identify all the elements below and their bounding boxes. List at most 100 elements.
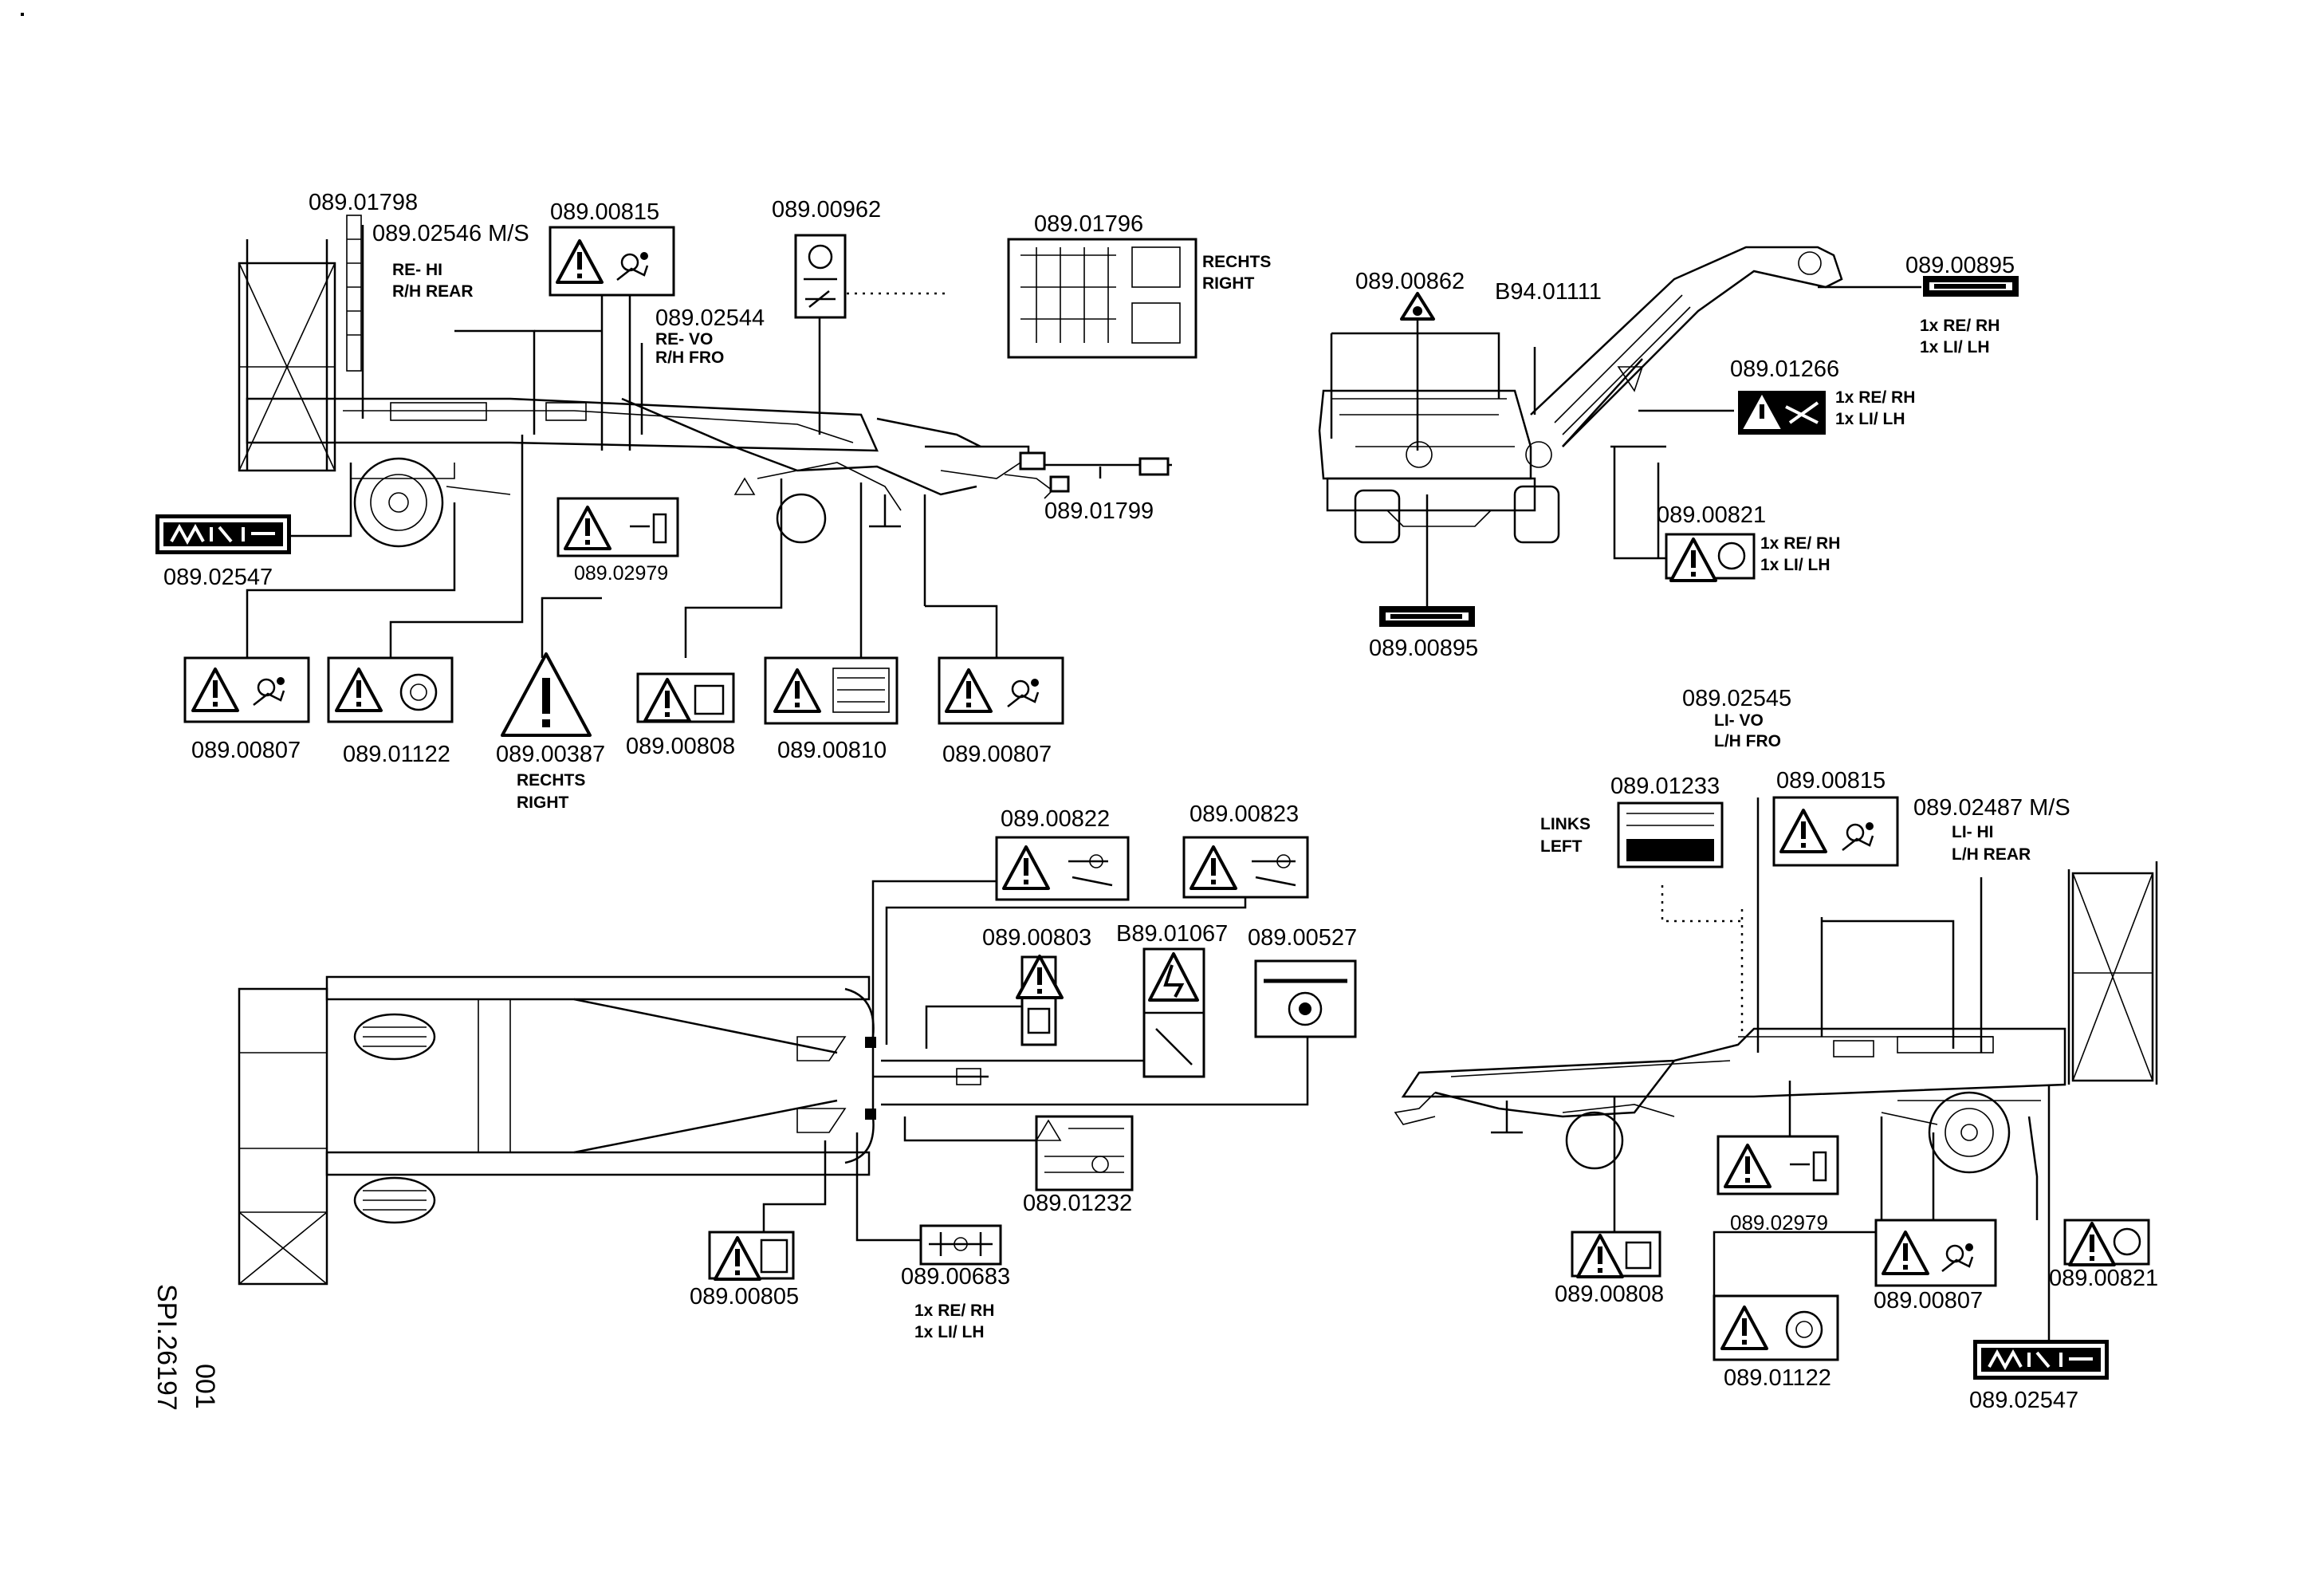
- label-089.00808-right: 089.00808: [626, 734, 735, 759]
- label-089.00805: 089.00805: [690, 1284, 799, 1309]
- label-089.00527: 089.00527: [1248, 925, 1357, 951]
- document-number: SPI.26197: [151, 1284, 182, 1411]
- label-089.01796: 089.01796: [1034, 211, 1143, 237]
- label-B94.01111: B94.01111: [1495, 279, 1602, 305]
- note-089.00683-2: 1x LI/ LH: [914, 1323, 985, 1341]
- note-089.02545-2: L/H FRO: [1714, 732, 1781, 750]
- label-089.00821-rear: 089.00821: [1657, 502, 1766, 528]
- label-089.00962: 089.00962: [772, 197, 881, 223]
- top-view: 089.00822 089.00823 089.00803 B89.01067 …: [238, 801, 1357, 1341]
- note-089.02544-1: RE- VO: [655, 330, 713, 349]
- note-089.01266-1: 1x RE/ RH: [1835, 388, 1915, 407]
- machine-drawing-left: [1394, 861, 2158, 1174]
- decal-089.00527: [1254, 959, 1357, 1038]
- label-089.01122-left: 089.01122: [1724, 1365, 1831, 1391]
- label-089.00822: 089.00822: [1001, 806, 1110, 832]
- decal-089.00815-right: [549, 226, 675, 297]
- label-089.00821-left: 089.00821: [2049, 1266, 2158, 1291]
- decal-089.02547-left: [1972, 1338, 2110, 1381]
- label-089.00807-b: 089.00807: [942, 742, 1052, 767]
- label-089.02547-left: 089.02547: [1969, 1388, 2078, 1413]
- decal-089.00807-b: [938, 656, 1064, 725]
- label-089.00807-left: 089.00807: [1874, 1288, 1983, 1313]
- label-089.02979-right: 089.02979: [574, 562, 668, 585]
- label-089.00803: 089.00803: [982, 925, 1091, 951]
- leader-lines-right: [246, 225, 1172, 658]
- label-089.02546: 089.02546 M/S: [372, 221, 529, 246]
- machine-drawing-right: [238, 215, 1054, 548]
- label-089.00815-right: 089.00815: [550, 199, 659, 225]
- decal-089.01799: [1019, 451, 1170, 493]
- leader-lines-left: [1613, 798, 2051, 1340]
- decal-089.00821-left: [2063, 1219, 2150, 1266]
- leader-lines-rear: [1330, 286, 1921, 606]
- label-089.00810: 089.00810: [777, 738, 887, 763]
- decal-089.00822: [995, 836, 1130, 901]
- note-089.00895-a-1: 1x RE/ RH: [1920, 317, 2000, 335]
- decal-089.02547-right: [154, 513, 293, 556]
- note-089.00683-1: 1x RE/ RH: [914, 1302, 994, 1320]
- label-089.00862: 089.00862: [1355, 269, 1465, 294]
- decal-089.00810: [764, 656, 899, 725]
- note-089.00821-2: 1x LI/ LH: [1760, 556, 1830, 574]
- label-089.01798: 089.01798: [309, 190, 418, 215]
- decal-089.02979-left: [1716, 1135, 1839, 1195]
- note-089.01233-1: LINKS: [1540, 815, 1591, 833]
- decal-089.00807-a: [183, 656, 310, 723]
- machine-drawing-rear: [1318, 246, 1843, 544]
- decal-089.00808-right: [636, 672, 735, 723]
- label-089.00387: 089.00387: [496, 742, 605, 767]
- note-089.00895-a-2: 1x LI/ LH: [1920, 338, 1990, 356]
- decal-089.00895-a: [1923, 276, 2019, 297]
- decal-089.00808-left: [1571, 1231, 1661, 1278]
- decal-089.00815-left: [1772, 796, 1899, 867]
- note-089.02487-2: L/H REAR: [1952, 845, 2031, 864]
- label-089.02487: 089.02487 M/S: [1913, 795, 2070, 821]
- decal-089.01796: [1007, 238, 1197, 359]
- sheet-number: 001: [190, 1364, 220, 1409]
- decal-089.00807-left: [1874, 1219, 1997, 1287]
- leader-lines-top: [762, 880, 1309, 1242]
- decal-089.01232: [1035, 1115, 1134, 1191]
- decal-089.01266: [1738, 391, 1826, 435]
- label-089.01122-right: 089.01122: [343, 742, 450, 767]
- note-089.02487-1: LI- HI: [1952, 823, 1994, 841]
- label-089.00807-a: 089.00807: [191, 738, 301, 763]
- label-089.00895-a: 089.00895: [1905, 253, 2015, 278]
- note-089.02545-1: LI- VO: [1714, 711, 1764, 730]
- label-089.00683: 089.00683: [901, 1264, 1010, 1290]
- label-089.02979-left: 089.02979: [1730, 1211, 1828, 1235]
- decal-089.01233: [1617, 801, 1724, 868]
- note-089.02546-1: RE- HI: [392, 261, 442, 279]
- label-089.01266: 089.01266: [1730, 356, 1839, 382]
- note-089.01796-1: RECHTS: [1202, 253, 1271, 271]
- decal-089.02979-right: [556, 497, 679, 557]
- label-089.00895-b: 089.00895: [1369, 636, 1478, 661]
- decal-089.00862: [1400, 292, 1435, 321]
- decal-089.00823: [1182, 836, 1309, 899]
- note-089.01266-2: 1x LI/ LH: [1835, 410, 1905, 428]
- decal-089.00895-b: [1379, 606, 1475, 627]
- rear-view: 089.00862 B94.01111 089.00895 1x RE/ RH …: [1318, 246, 2019, 661]
- side-view-left: 089.02545 LI- VO L/H FRO 089.01233 LINKS…: [1394, 686, 2158, 1413]
- note-089.01233-2: LEFT: [1540, 837, 1583, 856]
- note-089.02546-2: R/H REAR: [392, 282, 474, 301]
- decal-089.01122-right: [327, 656, 454, 723]
- decal-089.00821-rear: [1665, 533, 1756, 582]
- note-089.01796-2: RIGHT: [1202, 274, 1255, 293]
- decal-089.00962: [794, 234, 847, 319]
- label-089.01233: 089.01233: [1610, 774, 1720, 799]
- label-089.02547-right: 089.02547: [163, 565, 273, 590]
- decal-089.00683: [919, 1224, 1002, 1266]
- decal-089.00805: [708, 1231, 795, 1281]
- note-089.00387-2: RIGHT: [517, 794, 569, 812]
- decal-089.01122-left: [1713, 1294, 1839, 1361]
- corner-mark: [21, 13, 24, 16]
- decal-B89.01067: [1142, 947, 1205, 1078]
- label-089.00815-left: 089.00815: [1776, 768, 1886, 794]
- decal-089.00387: [501, 652, 592, 737]
- note-089.00387-1: RECHTS: [517, 771, 585, 790]
- label-089.01232: 089.01232: [1023, 1191, 1132, 1216]
- label-089.00823: 089.00823: [1190, 801, 1299, 827]
